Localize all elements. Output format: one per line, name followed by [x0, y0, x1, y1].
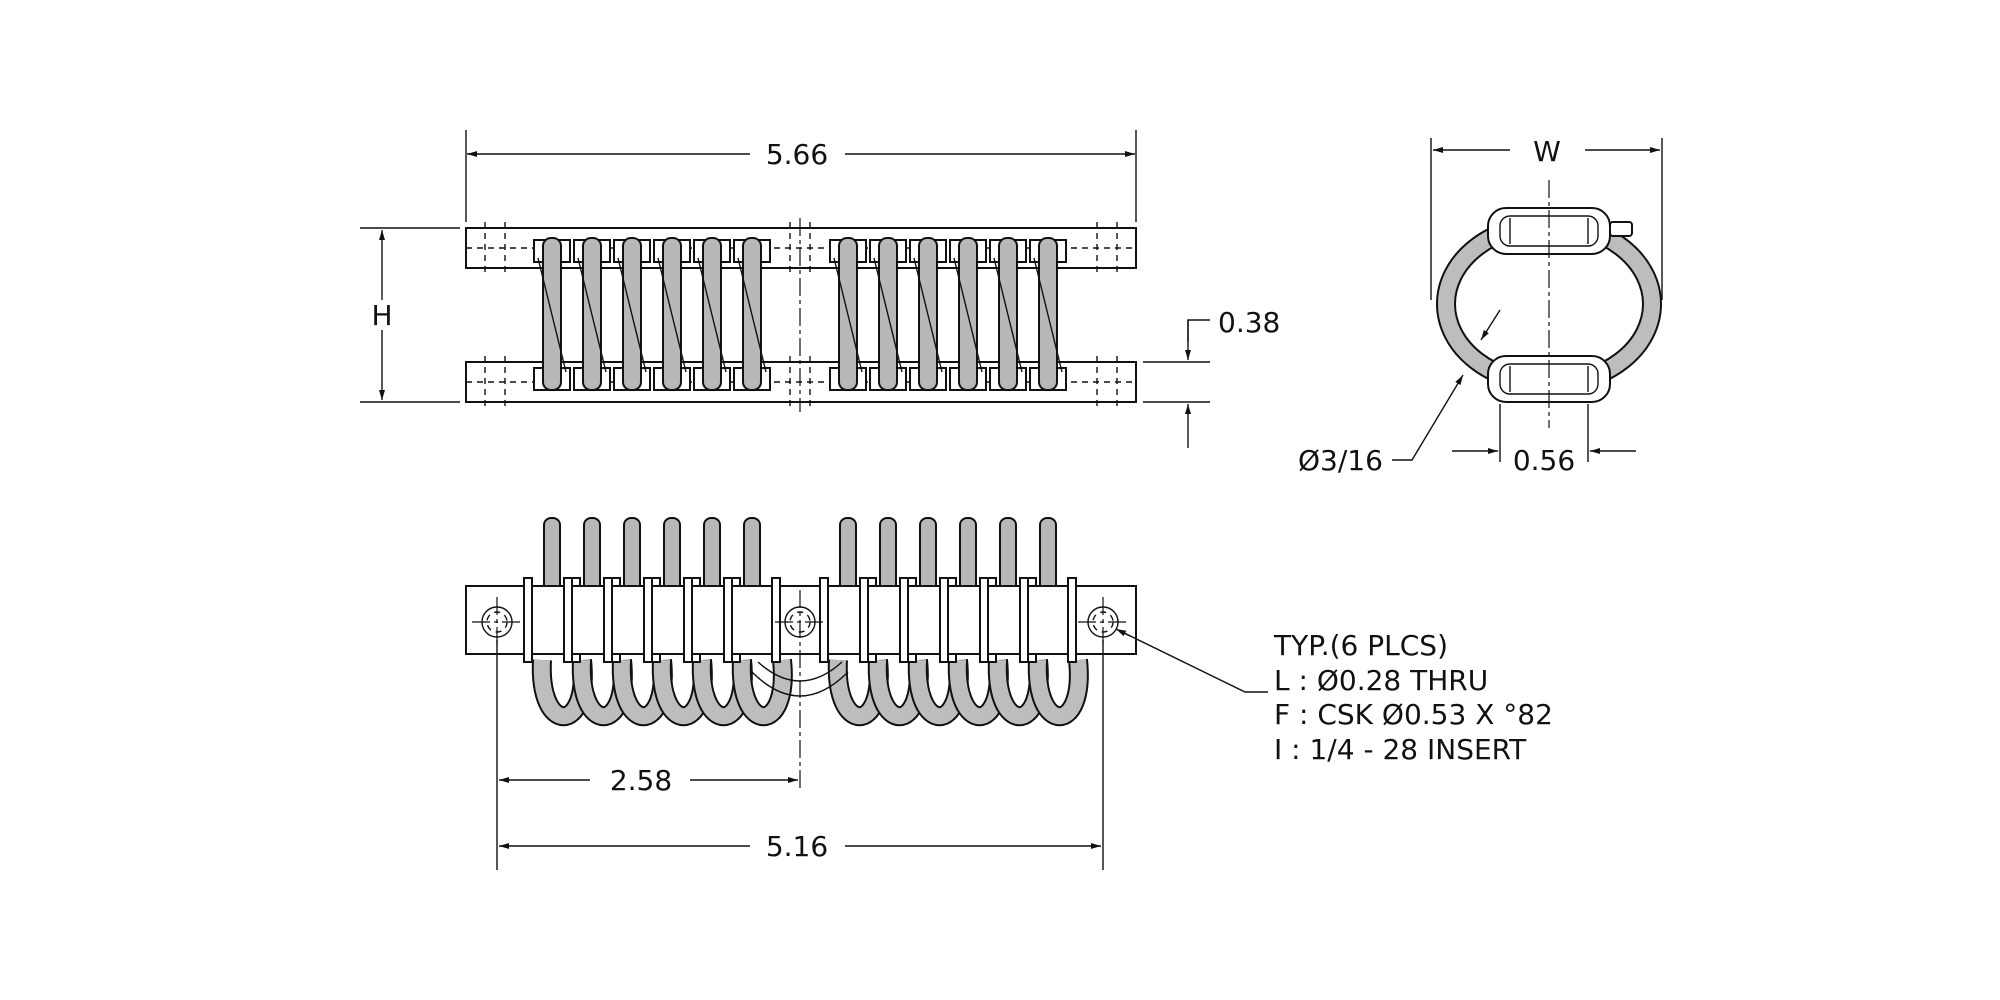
top-clamp-flange [939, 577, 949, 663]
full-spacing-label: 5.16 [766, 830, 828, 863]
note-leader [1117, 629, 1268, 693]
overall-length-label: 5.66 [766, 138, 828, 171]
plate-thickness-dimension: 0.38 [1143, 306, 1280, 448]
cable-diameter-callout: Ø3/16 [1298, 309, 1501, 477]
plate-thickness-label: 0.38 [1218, 306, 1280, 339]
note-line-3: F : CSK Ø0.53 X °82 [1274, 698, 1553, 731]
top-clamp-flange [771, 577, 781, 663]
front-height-dimension: H [360, 227, 460, 403]
height-label: H [371, 299, 392, 332]
cable-diameter-label: Ø3/16 [1298, 444, 1383, 477]
note-line-1: TYP.(6 PLCS) [1273, 629, 1448, 662]
top-clamp-flange [899, 577, 909, 663]
top-clamp-flange [1067, 577, 1077, 663]
half-spacing-label: 2.58 [610, 764, 672, 797]
top-clamp-flange [643, 577, 653, 663]
top-clamp-flange [819, 577, 829, 663]
top-view: 2.58 5.16 [465, 517, 1268, 870]
width-dimension: W [1430, 135, 1663, 300]
top-cable-loops [531, 658, 1089, 727]
top-clamp-flange [563, 577, 573, 663]
note-line-2: L : Ø0.28 THRU [1274, 664, 1488, 697]
top-clamp-flange [723, 577, 733, 663]
top-clamps [523, 577, 1077, 663]
side-cable-end [1609, 221, 1633, 237]
clamp-width-dimension: 0.56 [1452, 404, 1636, 477]
top-clamp [731, 585, 773, 655]
top-clamp-flange [859, 577, 869, 663]
front-coils [537, 237, 1063, 391]
hole-note: TYP.(6 PLCS) L : Ø0.28 THRU F : CSK Ø0.5… [1273, 629, 1553, 766]
width-label: W [1533, 135, 1561, 168]
top-clamp-flange [523, 577, 533, 663]
clamp-width-label: 0.56 [1513, 444, 1575, 477]
side-view: W Ø3/16 0.56 [1298, 135, 1663, 477]
top-cable-ends [543, 517, 1057, 599]
front-view: 5.66 H 0.38 [360, 130, 1280, 448]
note-line-4: I : 1/4 - 28 INSERT [1274, 733, 1527, 766]
top-clamp-flange [979, 577, 989, 663]
hole-spacing-dimensions: 2.58 5.16 [496, 590, 1104, 870]
top-clamp-flange [603, 577, 613, 663]
top-clamp-flange [1019, 577, 1029, 663]
top-clamp [1027, 585, 1069, 655]
front-length-dimension: 5.66 [465, 130, 1137, 222]
top-clamp-flange [683, 577, 693, 663]
